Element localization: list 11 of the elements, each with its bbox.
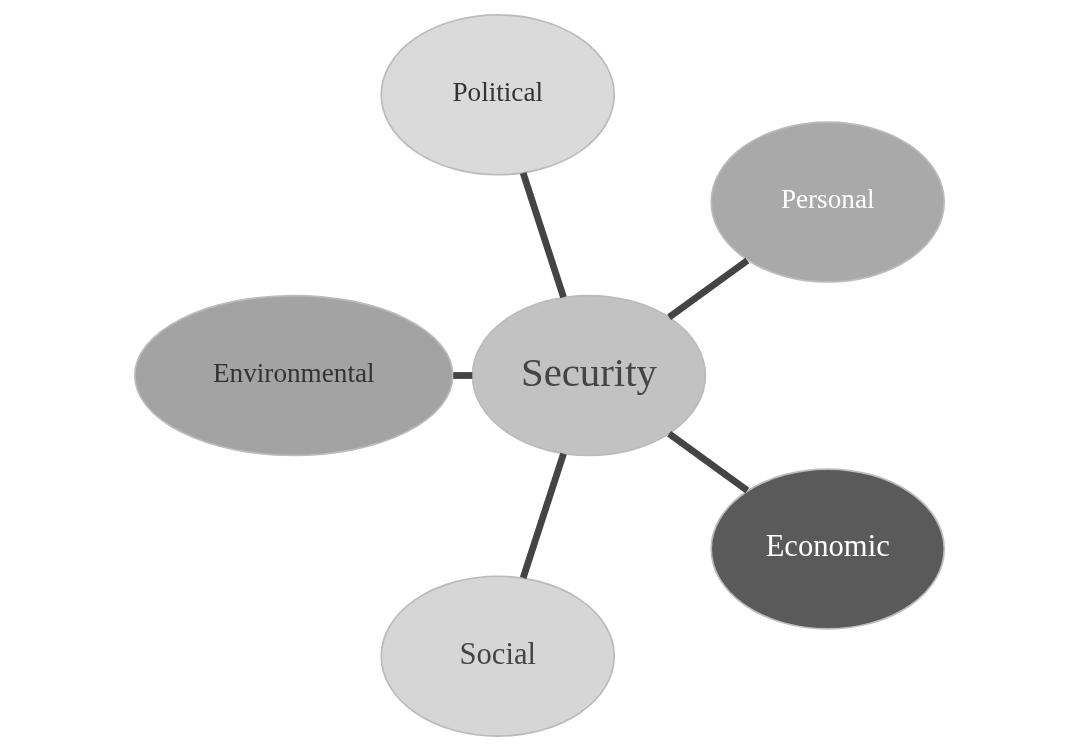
connector [666, 431, 749, 494]
node-ellipse: Political [379, 14, 615, 176]
connector [666, 257, 749, 320]
node-ellipse: Personal [709, 121, 945, 283]
connector [519, 452, 567, 579]
node-ellipse: Social [379, 575, 615, 737]
node-ellipse: Security [471, 294, 706, 457]
node-ellipse: Environmental [133, 294, 454, 457]
node-ellipse: Economic [709, 468, 945, 630]
connector [519, 172, 567, 299]
connector [452, 372, 472, 379]
